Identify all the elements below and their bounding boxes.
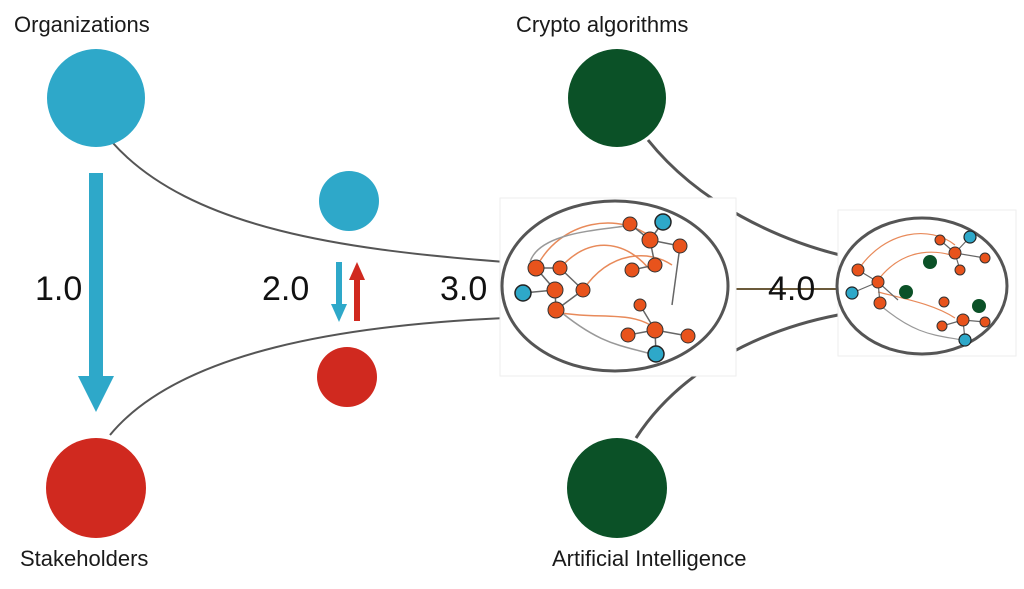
small-blue-circle: [319, 171, 379, 231]
organizations-circle: [47, 49, 145, 147]
stage-2-label: 2.0: [262, 270, 310, 308]
crypto-circle: [568, 49, 666, 147]
stakeholders-to-network-curve: [109, 317, 506, 436]
stakeholders-circle: [46, 438, 146, 538]
stage-4-label: 4.0: [768, 270, 816, 308]
ai-label: Artificial Intelligence: [552, 546, 747, 571]
bidirectional-arrows-icon: [331, 262, 365, 322]
down-arrow-icon: [78, 173, 114, 412]
crypto-label: Crypto algorithms: [516, 12, 689, 37]
crypto-to-network-curve: [646, 139, 841, 257]
network-circle-4: [835, 209, 1017, 357]
org-to-network-curve: [111, 141, 506, 263]
network-circle-3: [499, 197, 737, 377]
small-red-circle: [317, 347, 377, 407]
ai-circle: [567, 438, 667, 538]
stakeholders-label: Stakeholders: [20, 546, 149, 571]
stage-3-label: 3.0: [440, 270, 488, 308]
organizations-label: Organizations: [14, 12, 150, 37]
stage-1-label: 1.0: [35, 270, 83, 308]
